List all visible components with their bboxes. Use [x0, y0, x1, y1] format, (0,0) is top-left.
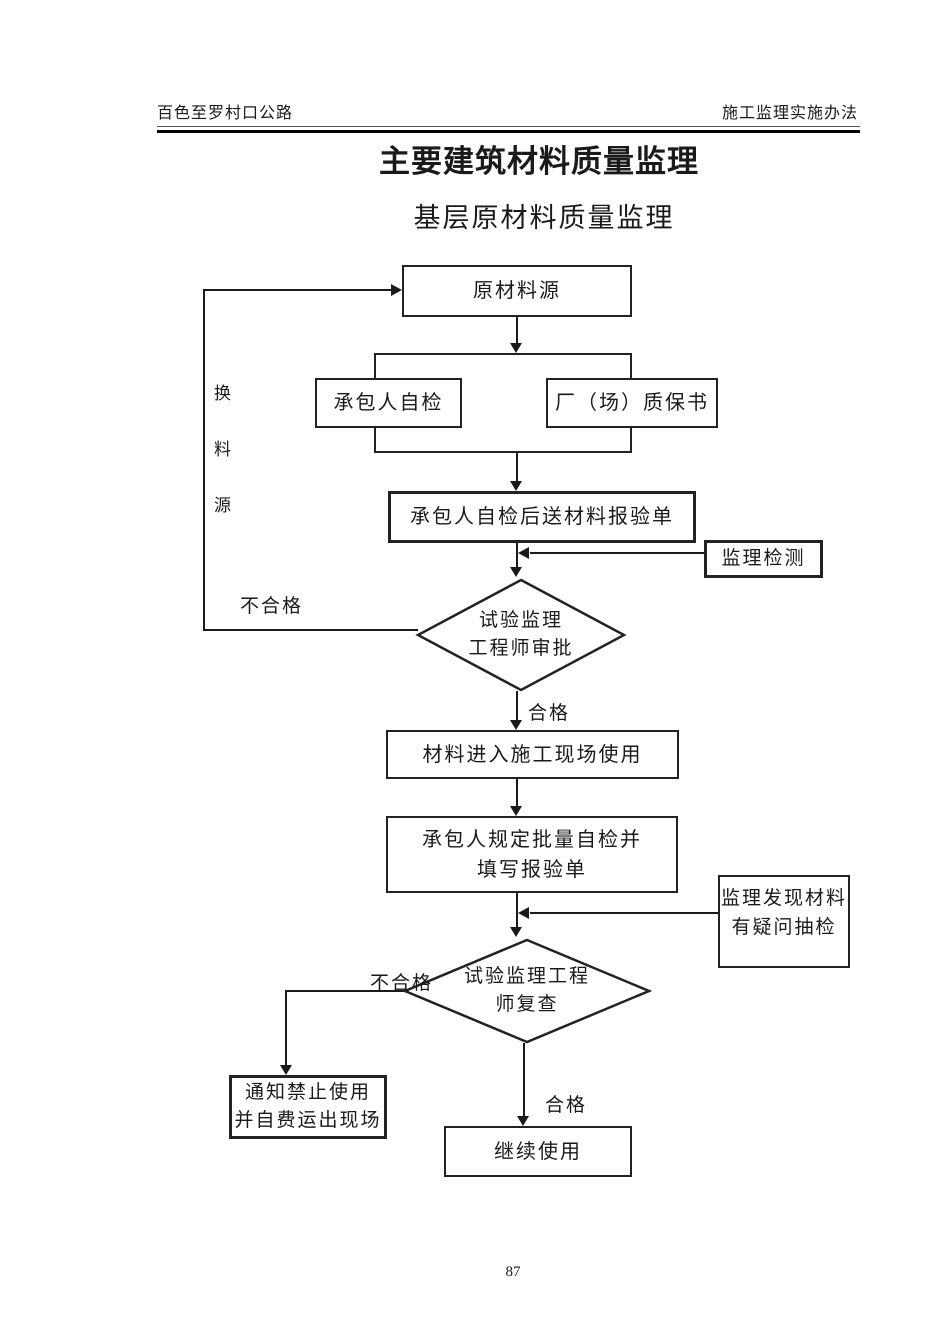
flow-box-contractor-self-check: 承包人自检 [315, 378, 462, 428]
flow-box-continue-use-label: 继续使用 [494, 1140, 582, 1163]
line-reject-horizontal [285, 990, 405, 992]
arrow-from-supervision-test-icon [518, 547, 529, 559]
flow-box-forbid-use: 通知禁止使用 并自费运出现场 [229, 1075, 387, 1139]
loop-line-bottom [203, 629, 418, 631]
page-number: 87 [505, 1264, 521, 1280]
header-rule-thin [157, 126, 860, 127]
approve-diamond-line2: 工程师审批 [468, 638, 574, 659]
batch-self-check-line1: 承包人规定批量自检并 [422, 828, 642, 851]
doubt-box-line2: 有疑问抽检 [731, 916, 837, 938]
flow-box-continue-use: 继续使用 [444, 1126, 632, 1177]
label-unqualified-1: 不合格 [240, 596, 304, 617]
change-source-char-3: 源 [214, 496, 231, 515]
label-change-material-source: 换 料 源 [214, 379, 231, 516]
flow-box-submit-inspection-form-label: 承包人自检后送材料报验单 [410, 506, 674, 528]
batch-self-check-line2: 填写报验单 [477, 858, 587, 881]
line-submit-to-approve [516, 543, 518, 567]
header-right-text: 施工监理实施办法 [721, 105, 858, 122]
page-subtitle: 基层原材料质量监理 [413, 203, 675, 233]
label-unqualified-2: 不合格 [370, 973, 434, 994]
arrow-to-approve-icon [510, 567, 522, 577]
flow-box-batch-self-check: 承包人规定批量自检并 填写报验单 [386, 816, 678, 893]
arrow-to-continue-icon [517, 1116, 529, 1126]
arrow-into-source-icon [391, 284, 402, 296]
line-recheck-to-continue [523, 1043, 525, 1116]
recheck-diamond-line2: 师复查 [495, 994, 559, 1015]
arrow-to-forbid-icon [280, 1065, 292, 1075]
flow-box-material-enter-site: 材料进入施工现场使用 [386, 730, 679, 779]
flow-diamond-approve-text: 试验监理 工程师审批 [415, 577, 627, 693]
line-source-to-group [516, 317, 518, 343]
flow-diamond-approve [415, 578, 627, 692]
header-rule-thick [157, 130, 860, 133]
arrow-to-recheck-icon [510, 927, 522, 937]
forbid-box-line1: 通知禁止使用 [244, 1081, 371, 1103]
flow-box-raw-material-source: 原材料源 [402, 265, 632, 317]
line-group-to-submit [516, 453, 518, 481]
flow-box-material-enter-site-label: 材料进入施工现场使用 [422, 743, 643, 766]
flow-box-supervision-test: 监理检测 [704, 540, 823, 578]
doubt-box-line1: 监理发现材料 [720, 888, 847, 909]
label-qualified-2: 合格 [545, 1095, 588, 1116]
flow-diamond-recheck-text: 试验监理工程 师复查 [402, 937, 652, 1045]
recheck-diamond-line1: 试验监理工程 [463, 965, 590, 987]
arrow-from-doubt-icon [518, 907, 529, 919]
line-use-to-batch [516, 779, 518, 806]
line-doubt-check [530, 912, 718, 914]
line-batch-to-recheck [516, 893, 518, 927]
flow-box-raw-material-source-label: 原材料源 [473, 280, 561, 302]
loop-line-vertical [203, 289, 205, 630]
arrow-to-group-icon [510, 343, 522, 353]
flow-box-supervision-test-label: 监理检测 [721, 547, 806, 569]
arrow-to-use-icon [510, 720, 522, 730]
flow-box-submit-inspection-form: 承包人自检后送材料报验单 [388, 491, 696, 543]
page-title: 主要建筑材料质量监理 [379, 144, 699, 179]
loop-line-top [203, 289, 391, 291]
line-supervision-test [530, 552, 704, 554]
flow-diamond-recheck [402, 938, 652, 1044]
forbid-box-line2: 并自费运出现场 [234, 1110, 382, 1131]
arrow-to-submit-icon [510, 481, 522, 491]
approve-diamond-line1: 试验监理 [478, 609, 563, 631]
line-approve-to-use [516, 691, 518, 720]
header-left-text: 百色至罗村口公路 [157, 105, 294, 122]
change-source-char-2: 料 [214, 440, 231, 459]
flow-box-contractor-self-check-label: 承包人自检 [333, 392, 444, 414]
arrow-to-batch-icon [510, 806, 522, 816]
page-header: 百色至罗村口公路 施工监理实施办法 [157, 99, 858, 123]
flow-box-supervision-doubt-sampling: 监理发现材料 有疑问抽检 [718, 875, 850, 968]
flow-box-factory-certificate-label: 厂（场）质保书 [555, 392, 709, 414]
label-qualified-1: 合格 [528, 703, 571, 724]
change-source-char-1: 换 [214, 384, 231, 403]
flow-box-factory-certificate: 厂（场）质保书 [546, 378, 718, 428]
line-reject-vertical [285, 990, 287, 1065]
